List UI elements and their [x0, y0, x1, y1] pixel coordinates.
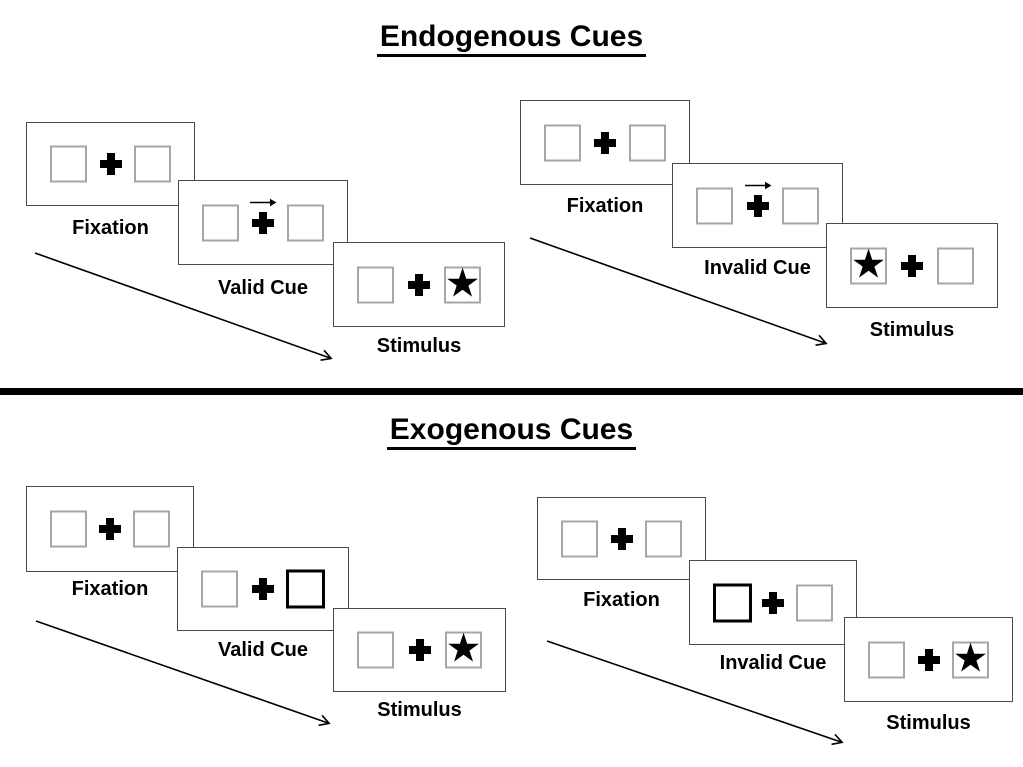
invalid-cue-card — [672, 163, 843, 248]
right-box — [134, 145, 171, 183]
invalid-cue-card — [689, 560, 857, 645]
valid-cue-label: Valid Cue — [217, 639, 309, 661]
stimulus-label: Stimulus — [869, 319, 955, 341]
invalid-cue-label: Invalid Cue — [719, 652, 827, 674]
fixation-label: Fixation — [566, 195, 644, 217]
left-box — [50, 145, 87, 183]
right-box — [287, 204, 324, 241]
right-arrow-cue-icon — [250, 198, 277, 206]
fixation-cross-icon — [594, 131, 616, 154]
exogenous-section-title: Exogenous Cues — [0, 413, 1023, 450]
left-box — [357, 266, 394, 303]
fixation-cross-icon — [610, 527, 633, 550]
fixation-label: Fixation — [72, 217, 149, 239]
left-box — [202, 204, 239, 241]
left-box — [696, 187, 733, 224]
fixation-cross-icon — [744, 181, 771, 217]
endogenous-section-title: Endogenous Cues — [0, 20, 1023, 57]
fixation-cross-icon — [408, 639, 431, 661]
left-box — [561, 520, 598, 557]
right-box — [133, 510, 170, 548]
left-box — [544, 124, 581, 161]
star-stimulus-icon: ★ — [952, 636, 989, 680]
fixation-cross-icon — [99, 518, 121, 540]
stimulus-label: Stimulus — [886, 712, 971, 734]
timeline-arrow — [546, 640, 844, 746]
fixation-cross-icon — [762, 591, 784, 614]
stimulus-card: ★ — [844, 617, 1013, 702]
valid-cue-label: Valid Cue — [217, 277, 309, 299]
fixation-card — [26, 122, 195, 206]
invalid-cue-label: Invalid Cue — [704, 257, 811, 279]
right-box — [937, 247, 974, 284]
stimulus-label: Stimulus — [377, 699, 462, 721]
stimulus-card: ★ — [333, 608, 506, 692]
fixation-cross-icon — [250, 198, 277, 234]
star-stimulus-icon: ★ — [445, 626, 482, 671]
right-box — [629, 124, 666, 161]
left-box — [50, 510, 87, 548]
fixation-label: Fixation — [583, 589, 660, 611]
star-stimulus-icon: ★ — [444, 261, 481, 305]
stimulus-label: Stimulus — [376, 335, 462, 357]
fixation-card — [520, 100, 690, 185]
fixation-card — [537, 497, 706, 580]
fixation-cross-icon — [408, 273, 430, 296]
fixation-cross-icon — [99, 153, 122, 175]
fixation-cross-icon — [901, 254, 923, 277]
star-stimulus-icon: ★ — [850, 242, 887, 286]
left-box — [868, 641, 905, 678]
right-box: ★ — [444, 261, 481, 305]
valid-cue-card — [177, 547, 349, 631]
section-divider — [0, 388, 1023, 395]
right-box — [796, 584, 833, 621]
left-box: ★ — [850, 242, 887, 286]
stimulus-card: ★ — [826, 223, 998, 308]
timeline-arrow — [34, 252, 333, 362]
valid-cue-card — [178, 180, 348, 265]
right-box — [645, 520, 682, 557]
timeline-arrow — [529, 237, 828, 347]
left-box — [357, 631, 394, 669]
fixation-cross-icon — [917, 648, 940, 671]
fixation-card — [26, 486, 194, 572]
fixation-cross-icon — [252, 578, 274, 600]
right-box: ★ — [952, 636, 989, 680]
right-arrow-cue-icon — [744, 181, 771, 189]
fixation-label: Fixation — [71, 578, 149, 600]
right-box — [782, 187, 819, 224]
left-box — [201, 570, 238, 608]
highlighted-cue-box — [713, 583, 752, 622]
highlighted-cue-box — [286, 569, 325, 609]
timeline-arrow — [35, 620, 331, 727]
right-box: ★ — [445, 626, 482, 671]
stimulus-card: ★ — [333, 242, 505, 327]
